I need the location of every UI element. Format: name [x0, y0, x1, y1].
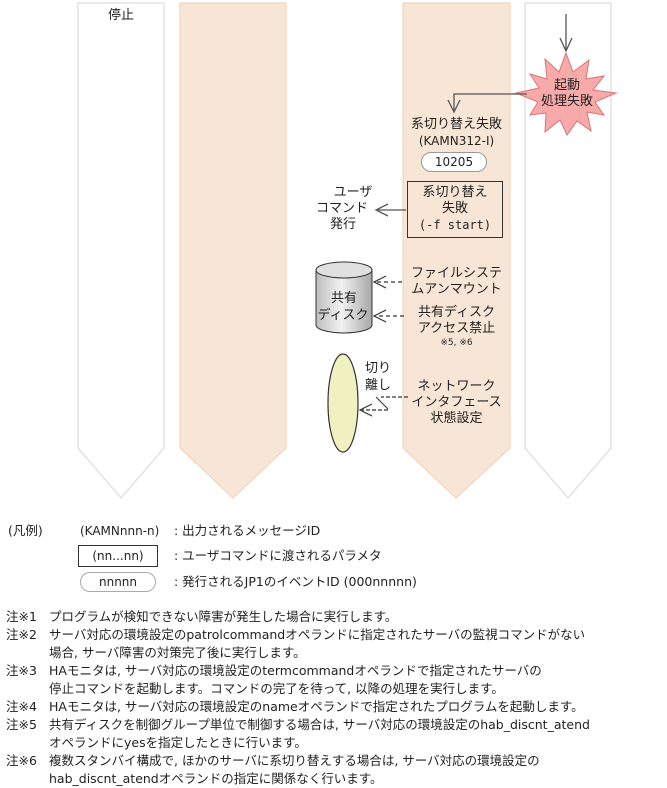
- disk-access-block-line1: 共有ディスク: [417, 305, 496, 320]
- user-command-issue-line2: コマンド: [315, 201, 368, 216]
- legend-symbol-message: (KAMNnnn-n): [80, 524, 160, 538]
- detach-line2: 離し: [364, 378, 391, 393]
- network-if-line2: インタフェース: [411, 395, 502, 410]
- legend-desc-message: : 出力されるメッセージID: [174, 523, 321, 538]
- note-text: 停止コマンドを起動します。コマンドの完了を待って, 以降の処理を実行します。: [49, 681, 504, 696]
- diagram-shapes: [77, 2, 618, 499]
- event-id-badge: 10205: [421, 152, 487, 172]
- network-if-line1: ネットワーク: [417, 379, 496, 394]
- arrow-head-icon: [372, 309, 387, 323]
- disk-access-block-notes: ※5, ※6: [440, 338, 473, 348]
- legend-row: nnnnn : 発行されるJP1のイベントID (000nnnnn): [0, 571, 667, 593]
- note-key: 注※3: [6, 663, 37, 678]
- message-id: (KAMN312-I): [418, 134, 495, 148]
- note-key: 注※4: [6, 699, 37, 714]
- note-key: 注※5: [6, 717, 37, 732]
- startup-failure-line2: 処理失敗: [540, 94, 593, 109]
- switchover-failed-title: 系切り替え失敗: [410, 117, 502, 132]
- shared-disk-line1: 共有: [330, 291, 357, 306]
- network-interface-icon: [327, 353, 359, 453]
- note-key: 注※1: [6, 609, 37, 624]
- startup-failure-line1: 起動: [553, 78, 580, 93]
- note-text: HAモニタは, サーバ対応の環境設定のtermcommandオペランドで指定され…: [49, 663, 542, 678]
- note-text: 共有ディスクを制御グループ単位で制御する場合は, サーバ対応の環境設定のhab_…: [49, 717, 590, 732]
- arrow-head-icon: [358, 403, 373, 417]
- network-if-line3: 状態設定: [430, 411, 483, 426]
- note-text: HAモニタは, サーバ対応の環境設定のnameオペランドで指定されたプログラムを…: [49, 699, 584, 714]
- user-command-box-line2: 失敗: [441, 201, 468, 216]
- flow-diagram: 停止 起動 処理失敗 系切り替え失敗 (KAMN312-I) 10205 系切り…: [77, 2, 618, 499]
- legend-symbol-event: nnnnn: [80, 572, 156, 592]
- user-command-issue-line3: 発行: [329, 217, 356, 232]
- note-key: 注※6: [6, 753, 37, 768]
- column-title-stopped: 停止: [107, 8, 134, 23]
- arrow-head-icon: [559, 37, 573, 53]
- legend-symbol-param: (nn...nn): [78, 545, 158, 567]
- user-command-issue-line1: ユーザ: [333, 185, 373, 200]
- note-text: 場合, サーバ障害の対策完了後に実行します。: [49, 645, 306, 660]
- shared-disk-line2: ディスク: [317, 308, 369, 323]
- detach-line1: 切り: [364, 361, 391, 376]
- user-command-box: [407, 181, 503, 238]
- fs-unmount-line2: ムアンマウント: [411, 282, 502, 297]
- starburst-icon: [514, 51, 618, 136]
- note-text: サーバ対応の環境設定のpatrolcommandオペランドに指定されたサーバの監…: [49, 627, 586, 642]
- user-command-param: (-f start): [418, 218, 492, 232]
- legend-desc-param: : ユーザコマンドに渡されるパラメタ: [174, 548, 382, 563]
- arrow-head-icon: [374, 203, 389, 217]
- arrow-head-icon: [372, 275, 387, 289]
- column-3: [402, 2, 511, 499]
- note-text: プログラムが検知できない障害が発生した場合に実行します。: [49, 609, 398, 624]
- note-text: hab_discnt_atendオペランドの指定に関係なく行います。: [49, 771, 383, 786]
- legend-desc-event: : 発行されるJP1のイベントID (000nnnnn): [174, 574, 417, 589]
- failure-arrow: [453, 93, 527, 110]
- note-text: 複数スタンバイ構成で, ほかのサーバに系切り替えする場合は, サーバ対応の環境設…: [49, 753, 540, 768]
- disk-access-block-line2: アクセス禁止: [417, 321, 496, 336]
- column-2: [179, 2, 287, 499]
- break-mark: [375, 396, 389, 410]
- fs-unmount-line1: ファイルシステ: [410, 266, 502, 281]
- column-stopped: [77, 2, 165, 499]
- legend-row: (nn...nn) : ユーザコマンドに渡されるパラメタ: [0, 545, 667, 567]
- legend-title: (凡例): [8, 523, 43, 538]
- legend-row: (凡例) (KAMNnnn-n) : 出力されるメッセージID: [0, 520, 667, 542]
- note-key: 注※2: [6, 627, 37, 642]
- shared-disk-icon: [315, 261, 373, 334]
- user-command-box-line1: 系切り替え: [422, 185, 488, 200]
- note-text: オペランドにyesを指定したときに行います。: [49, 735, 307, 750]
- arrow-head-icon: [447, 99, 461, 114]
